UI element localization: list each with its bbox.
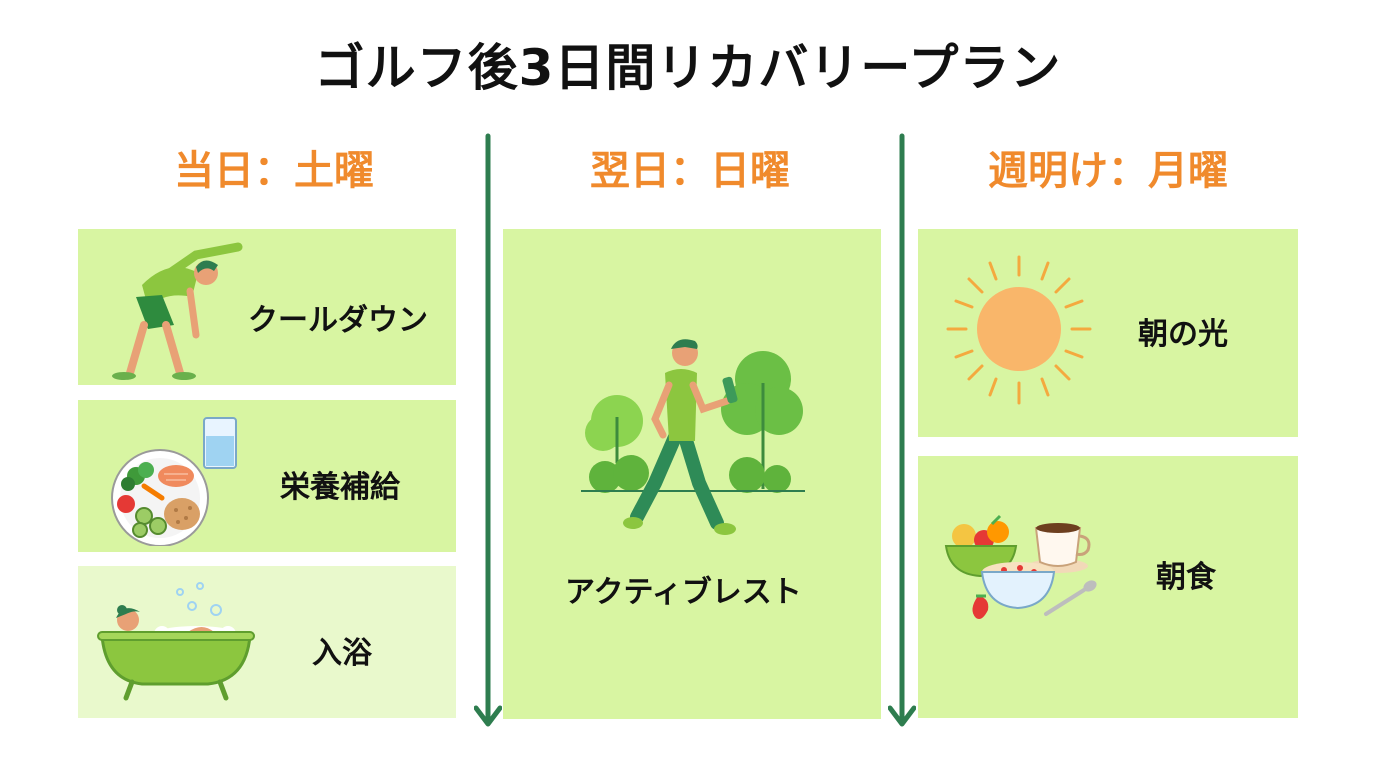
card-cooldown: クールダウン <box>78 229 456 385</box>
card-nutrition: 栄養補給 <box>78 400 456 552</box>
card-label-active-rest: アクティブレスト <box>565 575 802 610</box>
card-label-morning-light: 朝の光 <box>1138 317 1228 352</box>
bathtub-icon <box>97 582 255 701</box>
card-label-nutrition: 栄養補給 <box>280 470 400 505</box>
card-bath: 入浴 <box>78 566 456 718</box>
walking-person-in-park-icon <box>581 339 805 535</box>
breakfast-icon <box>944 514 1097 619</box>
card-active-rest: アクティブレスト <box>503 229 881 719</box>
card-breakfast: 朝食 <box>918 456 1298 718</box>
stretching-person-icon <box>112 242 243 380</box>
page-title: ゴルフ後3日間リカバリープラン <box>314 39 1062 97</box>
card-label-breakfast: 朝食 <box>1156 560 1216 595</box>
meal-plate-and-water-icon <box>111 417 237 546</box>
card-label-cooldown: クールダウン <box>248 303 428 338</box>
sun-icon <box>946 255 1092 405</box>
column-heading-day2: 翌日：日曜 <box>590 148 790 194</box>
card-morning-light: 朝の光 <box>918 229 1298 437</box>
column-heading-day1: 当日：土曜 <box>174 148 374 194</box>
timeline-arrow-left <box>474 133 502 727</box>
column-heading-day3: 週明け：月曜 <box>988 148 1228 194</box>
card-label-bath: 入浴 <box>312 636 372 671</box>
timeline-arrow-right <box>888 133 916 727</box>
